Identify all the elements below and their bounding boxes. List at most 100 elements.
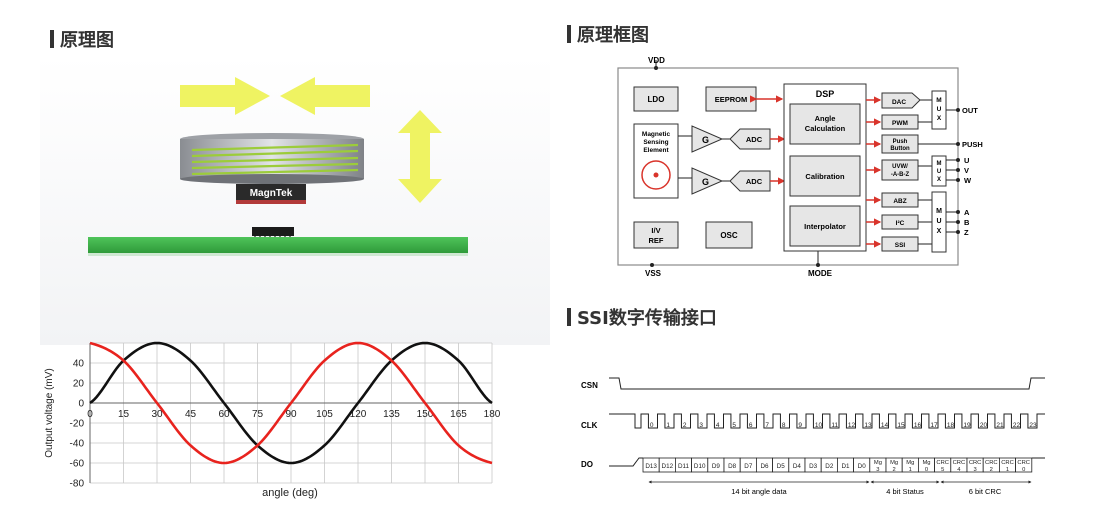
clk-waveform	[609, 413, 1045, 429]
dac-block	[881, 92, 921, 109]
do-bit-label: 2	[892, 467, 895, 473]
clk-number: 5	[732, 422, 736, 429]
clk-number: 18	[947, 422, 955, 429]
mux-uvw-u: U	[937, 169, 941, 175]
adc-label-1: ADC	[746, 135, 763, 144]
pin-u: U	[964, 156, 969, 165]
pin-push: PUSH	[962, 140, 983, 149]
heading-principle-text: 原理图	[60, 30, 114, 51]
do-bit-label: 0	[1022, 467, 1025, 473]
mux-out-m: M	[936, 97, 941, 104]
series-line-2	[89, 341, 493, 465]
clk-number: 15	[897, 422, 905, 429]
do-bit-label: 4	[957, 467, 961, 473]
principle-illustration: MagnTek	[40, 55, 550, 345]
mux-uvw	[931, 155, 947, 187]
gain-label-1: G	[702, 135, 709, 145]
mux-abz-u: U	[936, 218, 941, 225]
x-tick-label: 75	[252, 409, 264, 420]
uvw-block	[881, 159, 919, 181]
do-bit-label: Mg	[890, 460, 898, 466]
do-bit-label: D10	[694, 463, 706, 470]
mux-abz-m: M	[936, 208, 942, 215]
clk-number: 8	[782, 422, 786, 429]
heading-bar	[50, 30, 54, 48]
pin-b: B	[964, 218, 970, 227]
angle-label-2: Calculation	[805, 124, 846, 133]
heading-ssi-text: SSI数字传输接口	[577, 308, 717, 329]
mode-label: MODE	[808, 269, 833, 278]
heading-principle: 原理图	[50, 26, 114, 52]
do-bit-label: 0	[925, 467, 928, 473]
x-tick-label: 165	[450, 409, 467, 420]
y-tick-label: 40	[73, 359, 85, 370]
x-tick-label: 15	[118, 409, 130, 420]
x-tick-label: 150	[417, 409, 434, 420]
heading-ssi: SSI数字传输接口	[567, 304, 717, 330]
mux-out-u: U	[937, 106, 942, 113]
iv-ref-block	[633, 221, 679, 249]
ssi-label: SSI	[895, 242, 906, 249]
angle-label-1: Angle	[815, 114, 836, 123]
abz-label: ABZ	[893, 198, 906, 205]
pin-w: W	[964, 176, 972, 185]
mux-abz-x: X	[937, 228, 942, 235]
series-line-1	[89, 341, 493, 465]
sensing-label-2: Sensing	[643, 139, 668, 146]
x-tick-label: 105	[316, 409, 333, 420]
do-label: DO	[581, 460, 593, 469]
iv-label-1: I/V	[651, 226, 660, 235]
y-tick-label: 20	[73, 379, 85, 390]
y-tick-label: 0	[78, 399, 84, 410]
mux-out-x: X	[937, 115, 942, 122]
vss-label: VSS	[645, 269, 662, 278]
clk-label: CLK	[581, 421, 598, 430]
x-tick-label: 45	[185, 409, 197, 420]
y-tick-label: -60	[70, 459, 85, 470]
do-bit-label: 1	[909, 467, 912, 473]
do-bit-label: D2	[825, 463, 834, 470]
do-bit-label: Mg	[922, 460, 930, 466]
clk-number: 6	[749, 422, 753, 429]
do-bit-label: CRC	[953, 460, 966, 466]
csn-waveform	[609, 377, 1045, 390]
gain-amp-1	[691, 125, 724, 153]
brand-label: MagnTek	[250, 188, 293, 199]
heading-block-text: 原理框图	[577, 25, 649, 46]
x-axis-label: angle (deg)	[262, 487, 318, 499]
do-bit-label: D13	[645, 463, 657, 470]
clk-number: 11	[831, 422, 838, 429]
i2c-label: I²C	[896, 220, 905, 227]
clk-number: 7	[765, 422, 769, 429]
clk-number: 3	[699, 422, 703, 429]
adc-label-2: ADC	[746, 177, 763, 186]
do-bit-label: CRC	[969, 460, 982, 466]
clk-number: 12	[848, 422, 856, 429]
do-bit-label: D8	[728, 463, 737, 470]
pin-out: OUT	[962, 106, 978, 115]
do-bit-label: 2	[990, 467, 993, 473]
sensing-label-3: Element	[643, 147, 669, 154]
clk-number: 1	[666, 422, 670, 429]
osc-label: OSC	[720, 231, 738, 240]
block-diagram: VDD VSS MODE LDO EEPROM Magnetic Sensing…	[617, 56, 983, 278]
hall-sensor-icon	[641, 160, 671, 190]
push-button-label-1: Push	[893, 139, 908, 145]
clk-number: 0	[650, 422, 654, 429]
do-bit-label: D4	[793, 463, 802, 470]
gain-label-2: G	[702, 177, 709, 187]
do-bit-label: CRC	[1001, 460, 1014, 466]
clk-number: 17	[930, 422, 938, 429]
ldo-block	[633, 86, 679, 112]
pin-z: Z	[964, 228, 969, 237]
calibration-label: Calibration	[805, 172, 845, 181]
pin-v: V	[964, 166, 969, 175]
x-tick-label: 30	[151, 409, 163, 420]
push-button-label-2: Button	[890, 146, 910, 152]
heading-block: 原理框图	[567, 21, 649, 47]
